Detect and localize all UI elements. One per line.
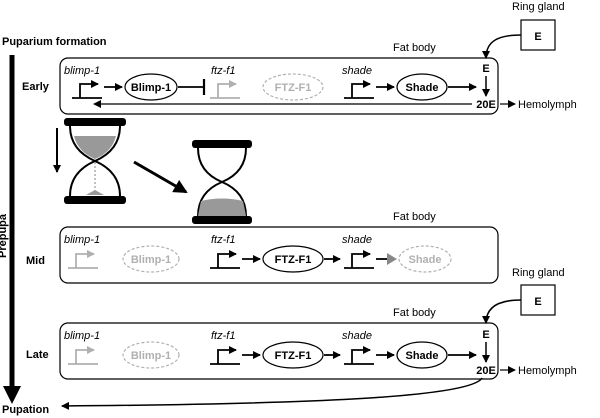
late-shade-promoter: [344, 350, 374, 365]
late-shade-gene-label: shade: [342, 330, 372, 342]
mid-ftzf1-protein: [262, 245, 324, 273]
late-blimp1-protein-label: Blimp-1: [131, 350, 171, 362]
early-shade-promoter: [344, 84, 374, 99]
mid-blimp1-gene-label: blimp-1: [64, 234, 100, 246]
mid-blimp1-protein: [122, 245, 180, 273]
late-panel: Fat body Ring gland E E 20E Hemolymph bl…: [59, 267, 577, 410]
early-ftzf1-gene-label: ftz-f1: [211, 65, 235, 77]
early-ring-gland-label: Ring gland: [512, 1, 565, 13]
late-20e-to-pupation-arrow: [61, 377, 483, 410]
mid-fat-body-label: Fat body: [393, 211, 436, 223]
early-e-secretion-arrow: [482, 34, 522, 59]
late-ring-gland-e: E: [534, 296, 541, 308]
early-ftzf1-promoter: [210, 84, 240, 99]
late-e-secretion-arrow: [482, 299, 522, 324]
early-ftzf1-protein: [262, 73, 324, 101]
timer-illustration: [53, 118, 252, 224]
mid-shade-promoter: [344, 254, 374, 269]
mid-shade-protein: [398, 245, 452, 273]
pupation-label: Pupation: [2, 404, 49, 416]
late-shade-protein-label: Shade: [405, 350, 438, 362]
early-hemolymph-label: Hemolymph: [518, 99, 577, 111]
late-20e-label: 20E: [476, 365, 496, 377]
late-ftzf1-protein-label: FTZ-F1: [275, 350, 312, 362]
mid-blimp1-promoter: [68, 254, 98, 269]
hourglass-early-icon: [64, 118, 126, 204]
early-fat-body-label: Fat body: [393, 42, 436, 54]
mid-ftzf1-gene-label: ftz-f1: [211, 234, 235, 246]
prepupa-label: Prepupa: [0, 213, 9, 258]
hourglass-late-icon: [192, 140, 252, 224]
stage-late-label: Late: [26, 349, 49, 361]
mid-shade-protein-label: Shade: [408, 254, 441, 266]
early-panel: Fat body Ring gland E E 20E Hemolymph bl…: [59, 1, 577, 115]
early-blimp1-promoter: [72, 84, 102, 99]
mid-panel: Fat body blimp-1 Blimp-1 ftz-f1 FTZ-F1 s…: [59, 211, 499, 284]
mid-fat-body-box: [59, 226, 499, 284]
early-blimp1-gene-label: blimp-1: [64, 65, 100, 77]
early-shade-protein: [396, 73, 448, 101]
late-ftzf1-gene-label: ftz-f1: [211, 330, 235, 342]
stage-early-label: Early: [22, 81, 50, 93]
early-ftzf1-protein-label: FTZ-F1: [275, 82, 312, 94]
late-e-label: E: [482, 329, 489, 341]
early-fat-body-box: [59, 57, 499, 115]
late-hemolymph-label: Hemolymph: [518, 365, 577, 377]
early-blimp1-protein-label: Blimp-1: [131, 82, 171, 94]
late-blimp1-promoter: [68, 350, 98, 365]
time-passing-arrow: [133, 160, 188, 194]
late-ftzf1-protein: [262, 341, 324, 369]
early-shade-protein-label: Shade: [405, 82, 438, 94]
mid-shade-gene-label: shade: [342, 234, 372, 246]
late-blimp1-gene-label: blimp-1: [64, 330, 100, 342]
late-ftzf1-promoter: [210, 350, 240, 365]
late-fat-body-box: [59, 322, 499, 380]
early-shade-gene-label: shade: [342, 65, 372, 77]
puparium-formation-label: Puparium formation: [2, 36, 107, 48]
late-blimp1-protein: [122, 341, 180, 369]
early-blimp1-protein: [124, 73, 178, 101]
mid-shade-expression-arrowhead: [387, 253, 397, 265]
mid-ftzf1-promoter: [210, 254, 240, 269]
late-fat-body-label: Fat body: [393, 307, 436, 319]
early-e-label: E: [482, 63, 489, 75]
mid-blimp1-protein-label: Blimp-1: [131, 254, 171, 266]
late-shade-protein: [396, 341, 448, 369]
mid-ftzf1-protein-label: FTZ-F1: [275, 254, 312, 266]
early-ring-gland-e: E: [534, 31, 541, 43]
stage-mid-label: Mid: [26, 255, 45, 267]
early-20e-label: 20E: [476, 99, 496, 111]
time-axis-arrowhead: [3, 386, 21, 404]
late-ring-gland-label: Ring gland: [512, 267, 565, 279]
